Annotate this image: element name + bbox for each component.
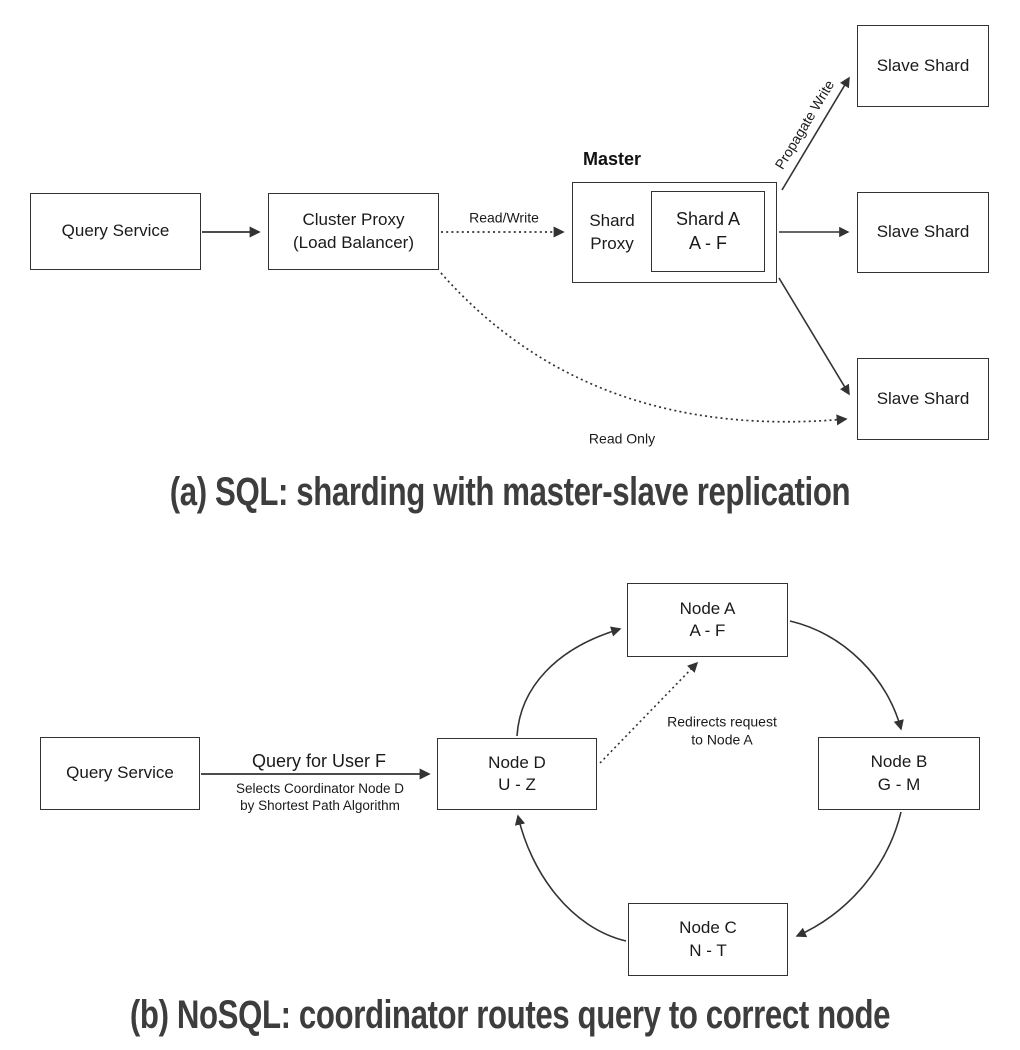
query-for-user-label: Query for User F: [251, 750, 387, 771]
arrow-node-a-to-b: [789, 620, 904, 731]
node-c-box: Node C N - T: [628, 903, 788, 976]
slave-shard-box-middle: Slave Shard: [857, 192, 989, 273]
shard-proxy-label: Shard Proxy: [574, 184, 650, 281]
redirects-request-label: Redirects request to Node A: [667, 713, 777, 748]
node-b-box: Node B G - M: [818, 737, 980, 810]
query-service-label-a: Query Service: [61, 221, 170, 241]
cluster-proxy-line1: Cluster Proxy: [302, 210, 405, 230]
arrow-master-to-bottom-slave: [778, 277, 850, 396]
read-write-label: Read/Write: [469, 209, 539, 226]
slave-shard-box-top: Slave Shard: [857, 25, 989, 107]
read-only-label: Read Only: [588, 430, 656, 447]
node-a-box: Node A A - F: [627, 583, 788, 657]
query-service-label-b: Query Service: [66, 763, 174, 783]
query-service-box-b: Query Service: [40, 737, 200, 810]
cluster-proxy-line2: (Load Balancer): [293, 232, 414, 252]
selects-coordinator-label: Selects Coordinator Node D by Shortest P…: [235, 781, 405, 813]
shard-a-box: Shard A A - F: [651, 191, 765, 272]
arrow-node-c-to-d: [514, 814, 627, 942]
arrow-node-d-to-a: [516, 626, 622, 737]
master-title: Master: [583, 149, 642, 169]
arrow-node-b-to-c: [795, 811, 902, 938]
arrow-redirect-to-node-a: [599, 661, 699, 764]
slave-shard-box-bottom: Slave Shard: [857, 358, 989, 440]
arrow-propagate-write: [781, 76, 850, 191]
node-d-box: Node D U - Z: [437, 738, 597, 810]
query-service-box-a: Query Service: [30, 193, 201, 270]
shard-a-line2: A - F: [688, 232, 727, 253]
cluster-proxy-box: Cluster Proxy (Load Balancer): [268, 193, 439, 270]
caption-a: (a) SQL: sharding with master-slave repl…: [169, 470, 851, 514]
arrow-read-only: [440, 272, 848, 426]
shard-a-line1: Shard A: [675, 209, 741, 230]
caption-b: (b) NoSQL: coordinator routes query to c…: [129, 993, 891, 1037]
